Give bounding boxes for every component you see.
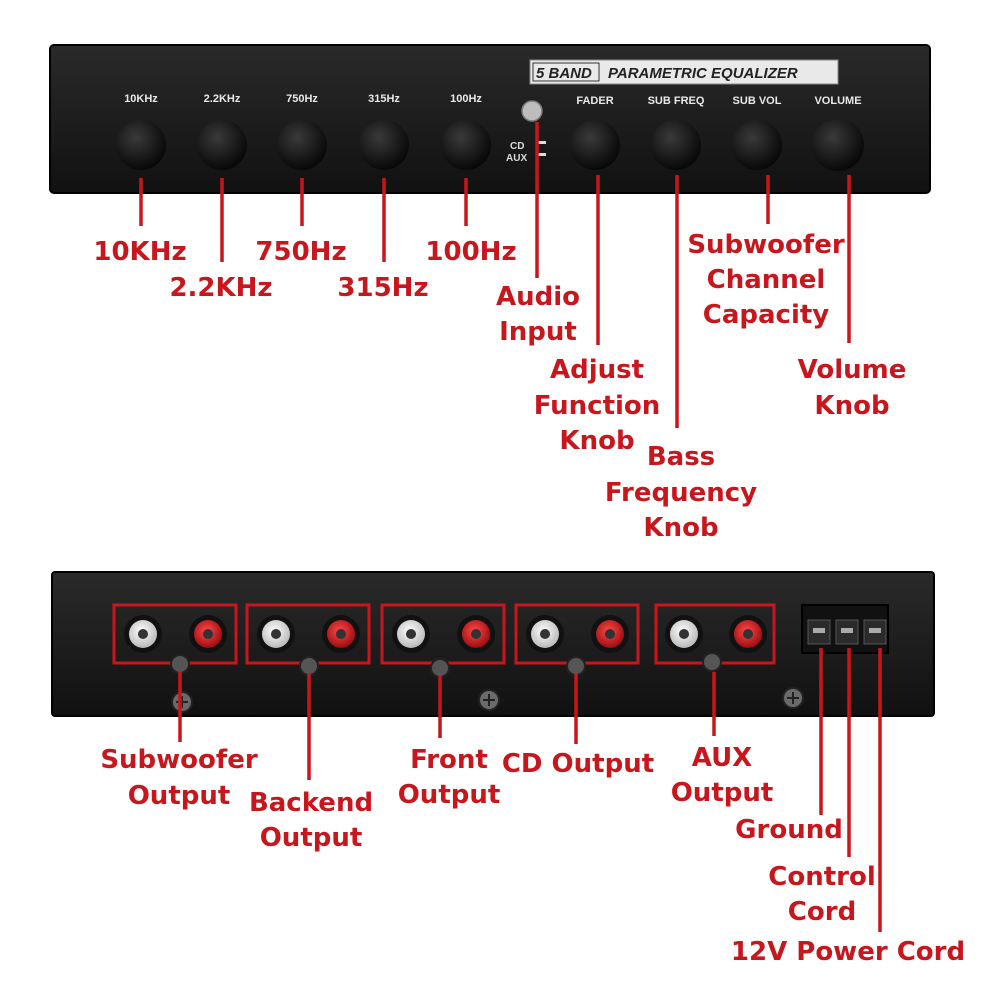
callout-volume-line2: Knob [814, 391, 889, 421]
switch-indicator-aux [537, 153, 546, 156]
callout-front-output-line2: Output [398, 780, 501, 810]
callout-bass-line1: Bass [647, 442, 715, 472]
switch-label-cd: CD [510, 141, 524, 152]
callout-bass-line3: Knob [643, 513, 718, 543]
callout-subwoofer-line3: Capacity [703, 300, 830, 330]
callout-backend-output-line1: Backend [249, 788, 373, 818]
knob-750hz[interactable] [277, 120, 327, 170]
rca-group-aux [654, 603, 776, 665]
knob-sub-freq[interactable] [651, 120, 701, 170]
badge-band-text: 5 BAND [536, 65, 592, 82]
panel-label-sub-vol: SUB VOL [733, 95, 782, 107]
panel-label-750hz: 750Hz [286, 93, 318, 105]
input-selector-button[interactable] [521, 100, 543, 122]
callout-10khz: 10KHz [93, 237, 186, 267]
switch-label-aux: AUX [506, 153, 527, 164]
front-panel: 5 BAND PARAMETRIC EQUALIZER 10KHz 2.2KHz… [49, 44, 931, 194]
callout-bass-line2: Frequency [605, 478, 757, 508]
callout-cd-output: CD Output [502, 749, 654, 779]
callout-subwoofer-output-line1: Subwoofer [100, 745, 258, 775]
knob-volume[interactable] [812, 119, 864, 171]
model-badge: 5 BAND PARAMETRIC EQUALIZER [529, 59, 839, 85]
callout-volume-line1: Volume [798, 355, 907, 385]
callout-power-cord: 12V Power Cord [731, 937, 965, 967]
callout-control-cord-line2: Cord [788, 897, 856, 927]
rca-group-cd [514, 603, 640, 665]
power-terminal-block [801, 604, 889, 654]
callout-aux-output-line2: Output [671, 778, 774, 808]
panel-label-sub-freq: SUB FREQ [648, 95, 705, 107]
callout-2-2khz: 2.2KHz [169, 273, 272, 303]
panel-label-2-2khz: 2.2KHz [204, 93, 241, 105]
panel-label-100hz: 100Hz [450, 93, 482, 105]
badge-title-text: PARAMETRIC EQUALIZER [608, 65, 798, 82]
callout-audio-input-line1: Audio [496, 282, 580, 312]
callout-ground: Ground [735, 815, 843, 845]
knob-100hz[interactable] [441, 120, 491, 170]
rear-callout-lines [178, 648, 882, 932]
knob-fader[interactable] [570, 120, 620, 170]
callout-aux-output-line1: AUX [692, 743, 752, 773]
knob-2-2khz[interactable] [197, 120, 247, 170]
rear-panel [51, 571, 935, 717]
callout-subwoofer-line2: Channel [707, 265, 826, 295]
knob-10khz[interactable] [116, 120, 166, 170]
front-callout-lines [139, 122, 851, 428]
callout-315hz: 315Hz [337, 273, 428, 303]
panel-label-fader: FADER [576, 95, 613, 107]
rca-group-front [380, 603, 506, 665]
knob-315hz[interactable] [359, 120, 409, 170]
callout-front-output-line1: Front [410, 745, 488, 775]
panel-label-10khz: 10KHz [124, 93, 158, 105]
callout-subwoofer-output-line2: Output [128, 781, 231, 811]
callout-adjust-line3: Knob [559, 426, 634, 456]
panel-label-volume: VOLUME [814, 95, 861, 107]
screws [171, 687, 804, 713]
callout-adjust-line2: Function [534, 391, 661, 421]
callout-audio-input-line2: Input [499, 317, 577, 347]
callout-subwoofer-line1: Subwoofer [687, 230, 845, 260]
callout-adjust-line1: Adjust [550, 355, 644, 385]
callout-control-cord-line1: Control [768, 862, 875, 892]
knob-sub-vol[interactable] [732, 120, 782, 170]
switch-indicator-cd [537, 141, 546, 144]
callout-750hz: 750Hz [255, 237, 346, 267]
rca-group-subwoofer [112, 603, 238, 665]
callout-backend-output-line2: Output [260, 823, 363, 853]
panel-label-315hz: 315Hz [368, 93, 400, 105]
callout-100hz: 100Hz [425, 237, 516, 267]
